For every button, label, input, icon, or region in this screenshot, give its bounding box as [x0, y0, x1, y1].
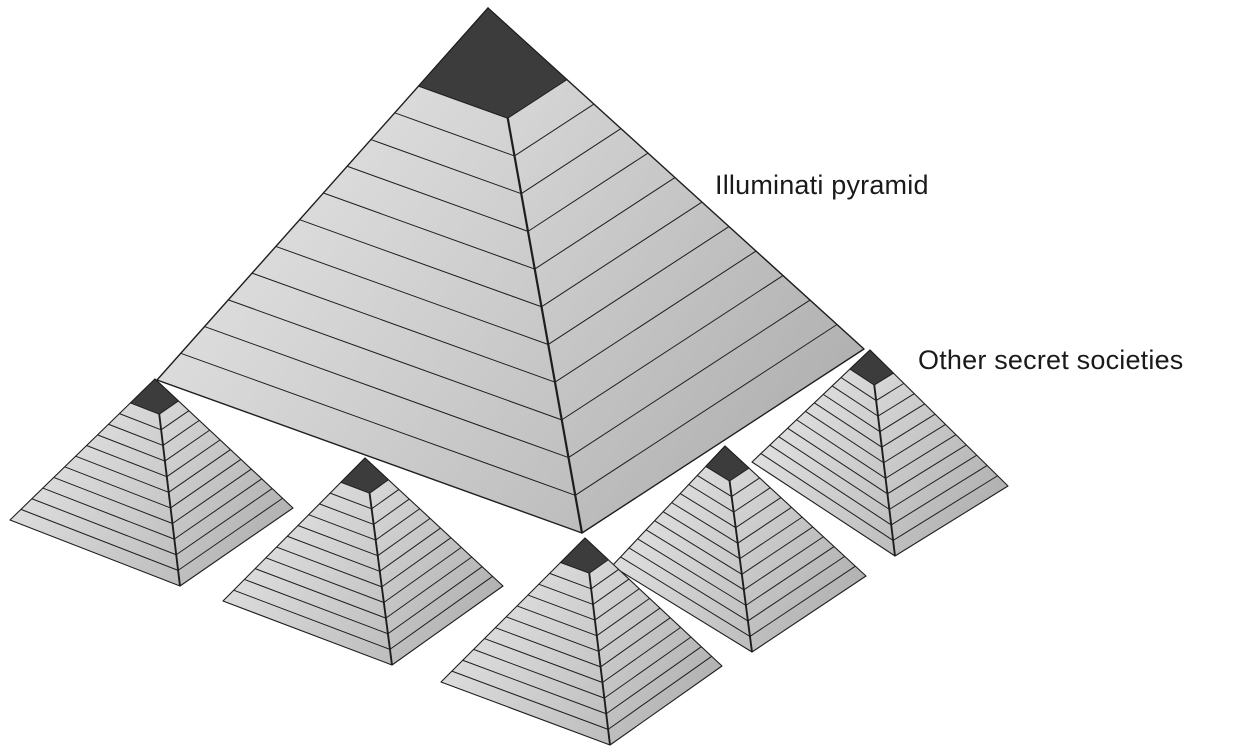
main-pyramid: [157, 8, 864, 533]
illuminati-pyramid-label: Illuminati pyramid: [715, 170, 929, 201]
other-secret-societies-label: Other secret societies: [918, 345, 1184, 376]
